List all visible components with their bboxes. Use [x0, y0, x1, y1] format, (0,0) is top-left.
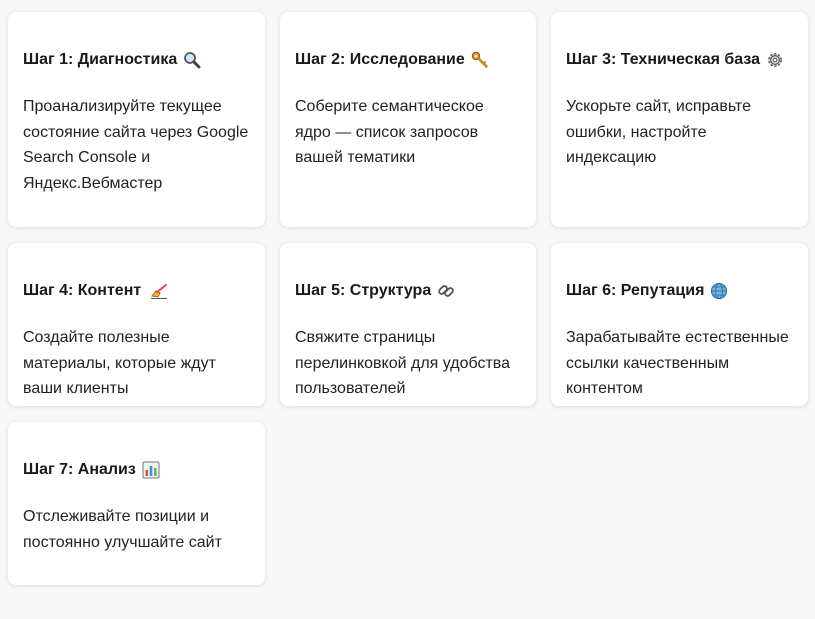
step-card-4: Шаг 4: Контент Создайте полезные материа…: [8, 243, 265, 406]
globe-icon: [711, 282, 728, 300]
step-card-5: Шаг 5: Структура Свяжите страницы перели…: [280, 243, 536, 406]
link-icon: [438, 285, 455, 297]
step-description: Отслеживайте позиции и постоянно улучшай…: [23, 508, 222, 551]
step-card-2: Шаг 2: Исследование Соберите семантическ…: [280, 12, 536, 227]
steps-grid: Шаг 1: Диагностика Проанализируйте текущ…: [8, 12, 808, 585]
step-title-text: Шаг 4: Контент: [23, 282, 142, 299]
step-title-7: Шаг 7: Анализ: [23, 458, 250, 482]
step-title-text: Шаг 1: Диагностика: [23, 51, 178, 68]
step-description: Проанализируйте текущее состояние сайта …: [23, 98, 249, 192]
gear-icon: [768, 53, 782, 67]
step-card-6: Шаг 6: Репутация Зарабатывайте естествен…: [551, 243, 808, 406]
step-title-text: Шаг 7: Анализ: [23, 461, 136, 478]
step-title-4: Шаг 4: Контент: [23, 279, 250, 303]
step-card-7: Шаг 7: Анализ Отслеживайте позиции и пос…: [8, 422, 265, 585]
bar-chart-icon: [142, 461, 160, 479]
writing-hand-icon: [151, 284, 168, 299]
step-title-5: Шаг 5: Структура: [295, 279, 521, 303]
step-title-6: Шаг 6: Репутация: [566, 279, 793, 303]
step-description: Ускорьте сайт, исправьте ошибки, настрой…: [566, 98, 751, 166]
step-description: Создайте полезные материалы, которые жду…: [23, 329, 216, 397]
step-card-3: Шаг 3: Техническая база Ускорьте сайт, и…: [551, 12, 808, 227]
step-title-text: Шаг 2: Исследование: [295, 51, 465, 68]
step-description: Соберите семантическое ядро — список зап…: [295, 98, 484, 166]
step-title-1: Шаг 1: Диагностика: [23, 48, 250, 72]
step-card-1: Шаг 1: Диагностика Проанализируйте текущ…: [8, 12, 265, 227]
step-description: Свяжите страницы перелинковкой для удобс…: [295, 329, 510, 397]
step-title-3: Шаг 3: Техническая база: [566, 48, 793, 72]
magnifier-icon: [184, 52, 201, 69]
step-title-2: Шаг 2: Исследование: [295, 48, 521, 72]
step-description: Зарабатывайте естественные ссылки качест…: [566, 329, 789, 397]
step-title-text: Шаг 5: Структура: [295, 282, 432, 299]
key-icon: [471, 51, 488, 68]
step-title-text: Шаг 6: Репутация: [566, 282, 705, 299]
step-title-text: Шаг 3: Техническая база: [566, 51, 760, 68]
